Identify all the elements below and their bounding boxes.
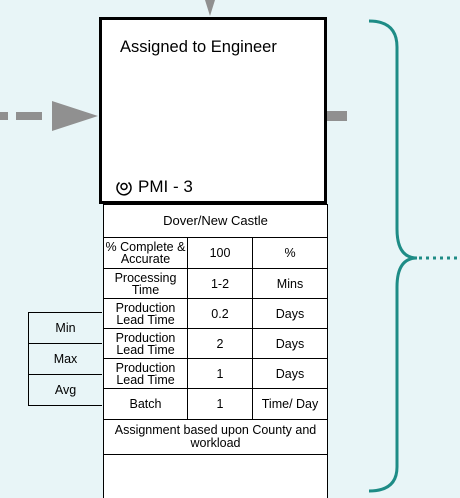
row-unit: Days (252, 358, 328, 389)
table-row: % Complete & Accurate 100 % (103, 237, 328, 269)
table-row: Production Lead Time 2 Days (103, 328, 328, 359)
operator-icon (116, 181, 132, 196)
table-row: Batch 1 Time/ Day (103, 388, 328, 420)
row-value: 100 (187, 237, 253, 269)
row-value: 1 (187, 358, 253, 389)
row-label: Production Lead Time (103, 358, 188, 389)
curly-brace (368, 19, 457, 493)
row-label: Processing Time (103, 268, 188, 299)
row-label: Production Lead Time (103, 328, 188, 359)
process-title: Assigned to Engineer (120, 38, 277, 56)
location-cell: Dover/New Castle (103, 204, 328, 238)
row-unit: % (252, 237, 328, 269)
row-value: 2 (187, 328, 253, 359)
process-box[interactable]: Assigned to Engineer PMI - 3 (99, 17, 327, 204)
lead-time-max-label: Max (28, 343, 102, 375)
table-row: Production Lead Time 1 Days (103, 358, 328, 389)
row-label: Batch (103, 388, 188, 420)
row-value: 1-2 (187, 268, 253, 299)
row-unit: Days (252, 298, 328, 329)
row-value: 0.2 (187, 298, 253, 329)
row-label: % Complete & Accurate (103, 237, 188, 269)
incoming-arrow-top (205, 0, 215, 16)
lead-time-avg-label: Avg (28, 374, 102, 406)
data-box-table: Dover/New Castle % Complete & Accurate 1… (103, 204, 328, 455)
outgoing-arrow-right (327, 111, 347, 121)
row-unit: Mins (252, 268, 328, 299)
note-cell: Assignment based upon County and workloa… (103, 419, 328, 455)
table-row: Production Lead Time 0.2 Days (103, 298, 328, 329)
lead-time-labels: Min Max Avg (28, 312, 102, 406)
row-unit: Time/ Day (252, 388, 328, 420)
table-row: Processing Time 1-2 Mins (103, 268, 328, 299)
row-value: 1 (187, 388, 253, 420)
row-unit: Days (252, 328, 328, 359)
push-arrow-left (0, 101, 98, 131)
operator-label: PMI - 3 (138, 177, 193, 196)
row-label: Production Lead Time (103, 298, 188, 329)
operator-indicator: PMI - 3 (115, 177, 193, 197)
lead-time-min-label: Min (28, 312, 102, 344)
